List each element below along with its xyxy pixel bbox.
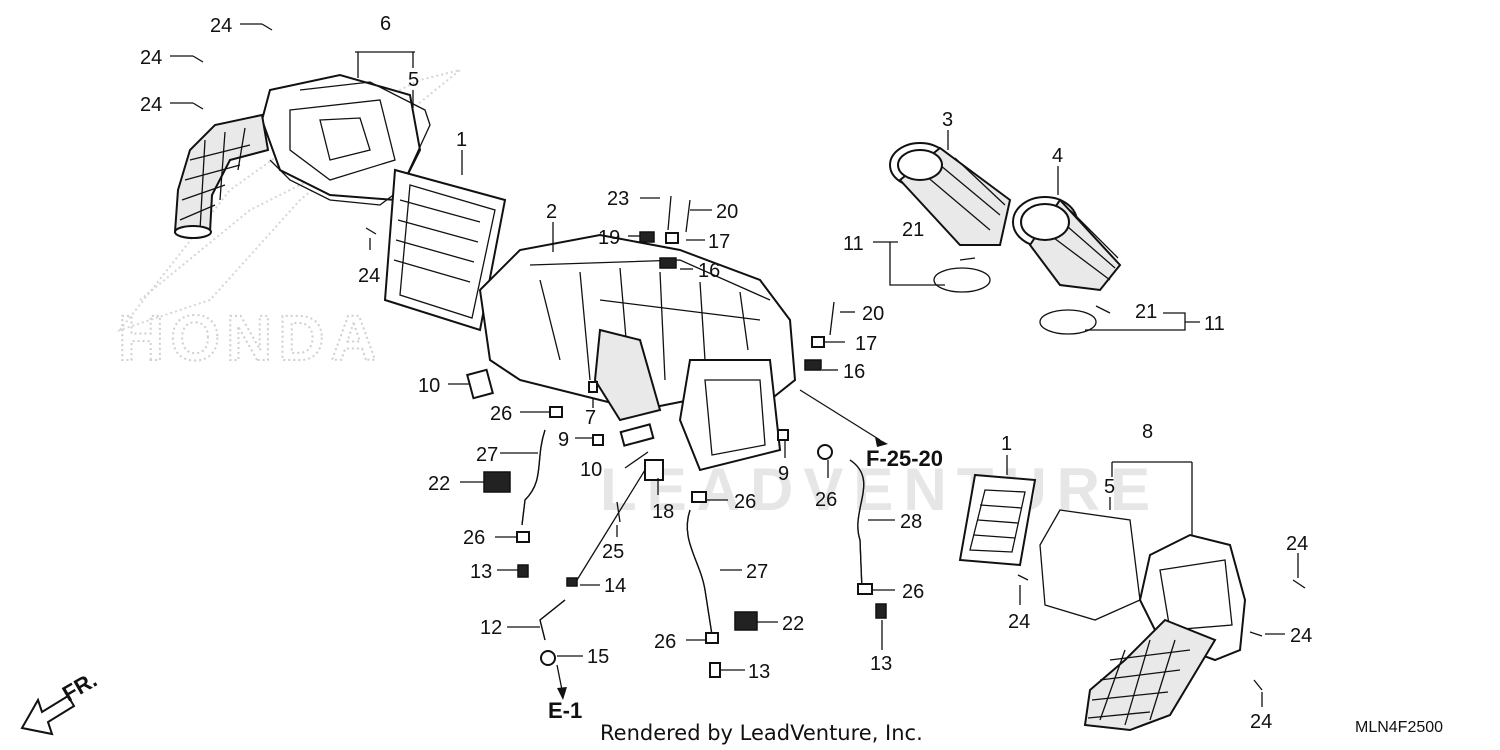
callout-5-b: 5 [1104, 476, 1115, 498]
callout-12: 12 [480, 617, 502, 639]
callout-11-b: 11 [1204, 313, 1225, 335]
callout-24-a: 24 [210, 15, 232, 37]
part-gasket-lower [1039, 509, 1141, 621]
callout-21-a: 21 [902, 219, 924, 241]
callout-26-b: 26 [734, 491, 756, 513]
callout-17-b: 17 [855, 333, 877, 355]
callout-24-e: 24 [1286, 533, 1308, 555]
callout-2: 2 [546, 201, 557, 223]
callout-26-a: 26 [490, 403, 512, 425]
callout-24-f: 24 [1290, 625, 1312, 647]
honda-logo-text: HONDA [118, 302, 383, 374]
reference-e-1: E-1 [548, 698, 582, 723]
callout-14: 14 [604, 575, 626, 597]
callout-24-b: 24 [140, 47, 162, 69]
callout-11-a: 11 [843, 233, 864, 255]
callout-9-b: 9 [778, 463, 789, 485]
callout-13-b: 13 [748, 661, 770, 683]
part-air-filter-upper [383, 168, 507, 332]
part-band-11-left [933, 267, 991, 293]
part-hose-28-inner [849, 459, 865, 591]
callout-7: 7 [585, 407, 596, 429]
callout-26-d: 26 [654, 631, 676, 653]
callout-25: 25 [602, 541, 624, 563]
callout-24-g: 24 [1008, 611, 1030, 633]
rendered-by-credit: Rendered by LeadVenture, Inc. [600, 721, 923, 745]
leader-lines [170, 23, 1299, 707]
callout-28: 28 [900, 511, 922, 533]
part-air-cleaner-case [478, 233, 797, 472]
callout-9-a: 9 [558, 429, 569, 451]
part-air-cleaner-cover-upper [173, 73, 422, 239]
callout-27-b: 27 [746, 561, 768, 583]
callout-24-d: 24 [358, 265, 380, 287]
part-hose-27-left-inner [521, 429, 546, 526]
part-air-filter-lower [958, 473, 1037, 567]
screw-24-set [192, 23, 1306, 691]
callout-27-a: 27 [476, 444, 498, 466]
part-air-cleaner-cover-lower [1083, 533, 1247, 732]
front-direction-indicator: FR. [20, 667, 101, 736]
callout-10-a: 10 [418, 375, 440, 397]
callout-26-e: 26 [815, 489, 837, 511]
callout-1-b: 1 [1001, 433, 1012, 455]
part-tube-12-inner [539, 599, 566, 641]
callout-22-b: 22 [782, 613, 804, 635]
callout-8: 8 [1142, 421, 1153, 443]
callout-24-c: 24 [140, 94, 162, 116]
callout-16-a: 16 [698, 260, 720, 282]
callout-16-b: 16 [843, 361, 865, 383]
callout-19: 19 [598, 227, 620, 249]
callout-6: 6 [380, 13, 391, 35]
callout-24-h: 24 [1250, 711, 1272, 733]
callout-4: 4 [1052, 145, 1063, 167]
honda-logo-watermark: HONDA [117, 69, 461, 375]
reference-f-25-20: F-25-20 [866, 446, 943, 471]
callout-5-a: 5 [408, 69, 419, 91]
callout-13-a: 13 [470, 561, 492, 583]
hardware-small-parts [466, 195, 887, 678]
callout-26-c: 26 [463, 527, 485, 549]
diagram-code: MLN4F2500 [1355, 719, 1443, 736]
part-band-11-right [1039, 309, 1097, 335]
callout-22-a: 22 [428, 473, 450, 495]
callout-26-f: 26 [902, 581, 924, 603]
callout-1-a: 1 [456, 129, 467, 151]
callout-13-c: 13 [870, 653, 892, 675]
callout-17-a: 17 [708, 231, 730, 253]
callout-21-b: 21 [1135, 301, 1157, 323]
part-connecting-tube-3 [889, 142, 1012, 246]
callout-15: 15 [587, 646, 609, 668]
callout-23: 23 [607, 188, 629, 210]
callout-20-b: 20 [862, 303, 884, 325]
part-connecting-tube-4 [1012, 196, 1122, 292]
callout-18: 18 [652, 501, 674, 523]
callout-20-a: 20 [716, 201, 738, 223]
part-hose-27-center-inner [686, 509, 713, 636]
callout-10-b: 10 [580, 459, 602, 481]
callout-3: 3 [942, 109, 953, 131]
callout-labels: 24 24 24 6 5 1 24 2 23 20 19 17 16 3 4 1… [140, 13, 1312, 733]
